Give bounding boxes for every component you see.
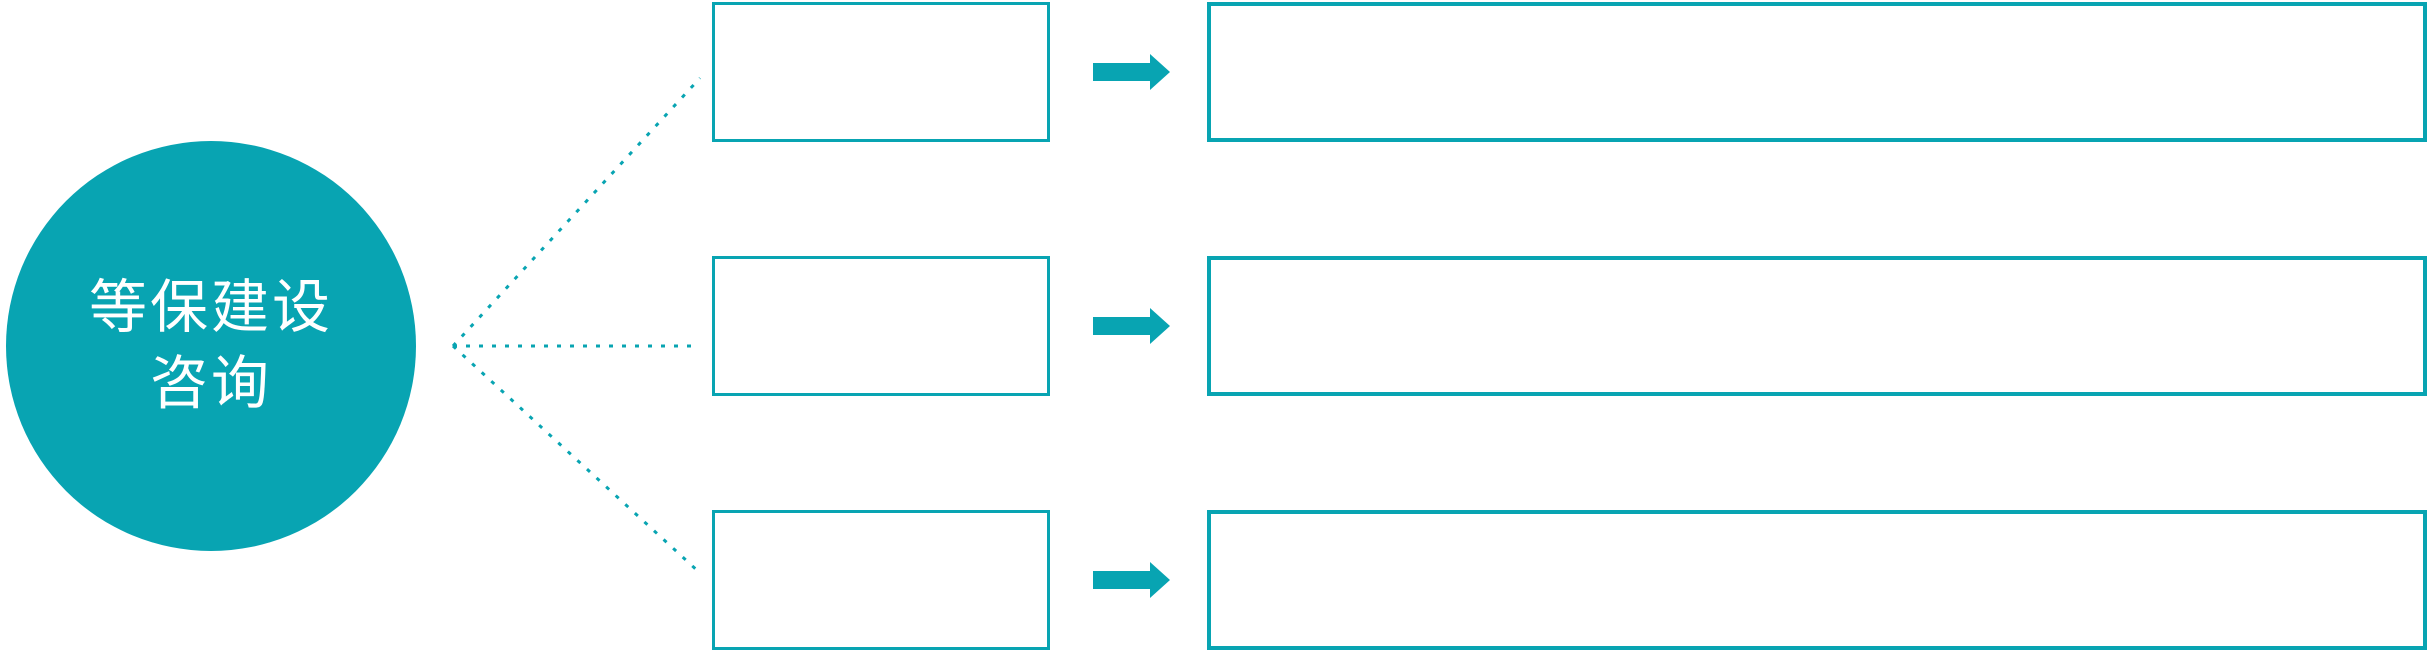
root-node-label-line1: 等保建设: [88, 275, 333, 340]
detail-box-3: [1207, 510, 2427, 650]
branch-box-1: [712, 2, 1050, 142]
root-node-circle: 等保建设咨询: [6, 141, 416, 551]
arrow-right-icon: [1093, 54, 1170, 90]
connector-line-bottom: [451, 344, 702, 575]
connector-line-top: [451, 76, 702, 348]
detail-box-1: [1207, 2, 2427, 142]
root-node-label: 等保建设咨询: [89, 270, 333, 422]
branch-box-2: [712, 256, 1050, 396]
detail-box-2: [1207, 256, 2427, 396]
root-node-label-line2: 咨询: [149, 351, 272, 416]
arrow-right-icon: [1093, 562, 1170, 598]
branch-box-3: [712, 510, 1050, 650]
arrow-right-icon: [1093, 308, 1170, 344]
